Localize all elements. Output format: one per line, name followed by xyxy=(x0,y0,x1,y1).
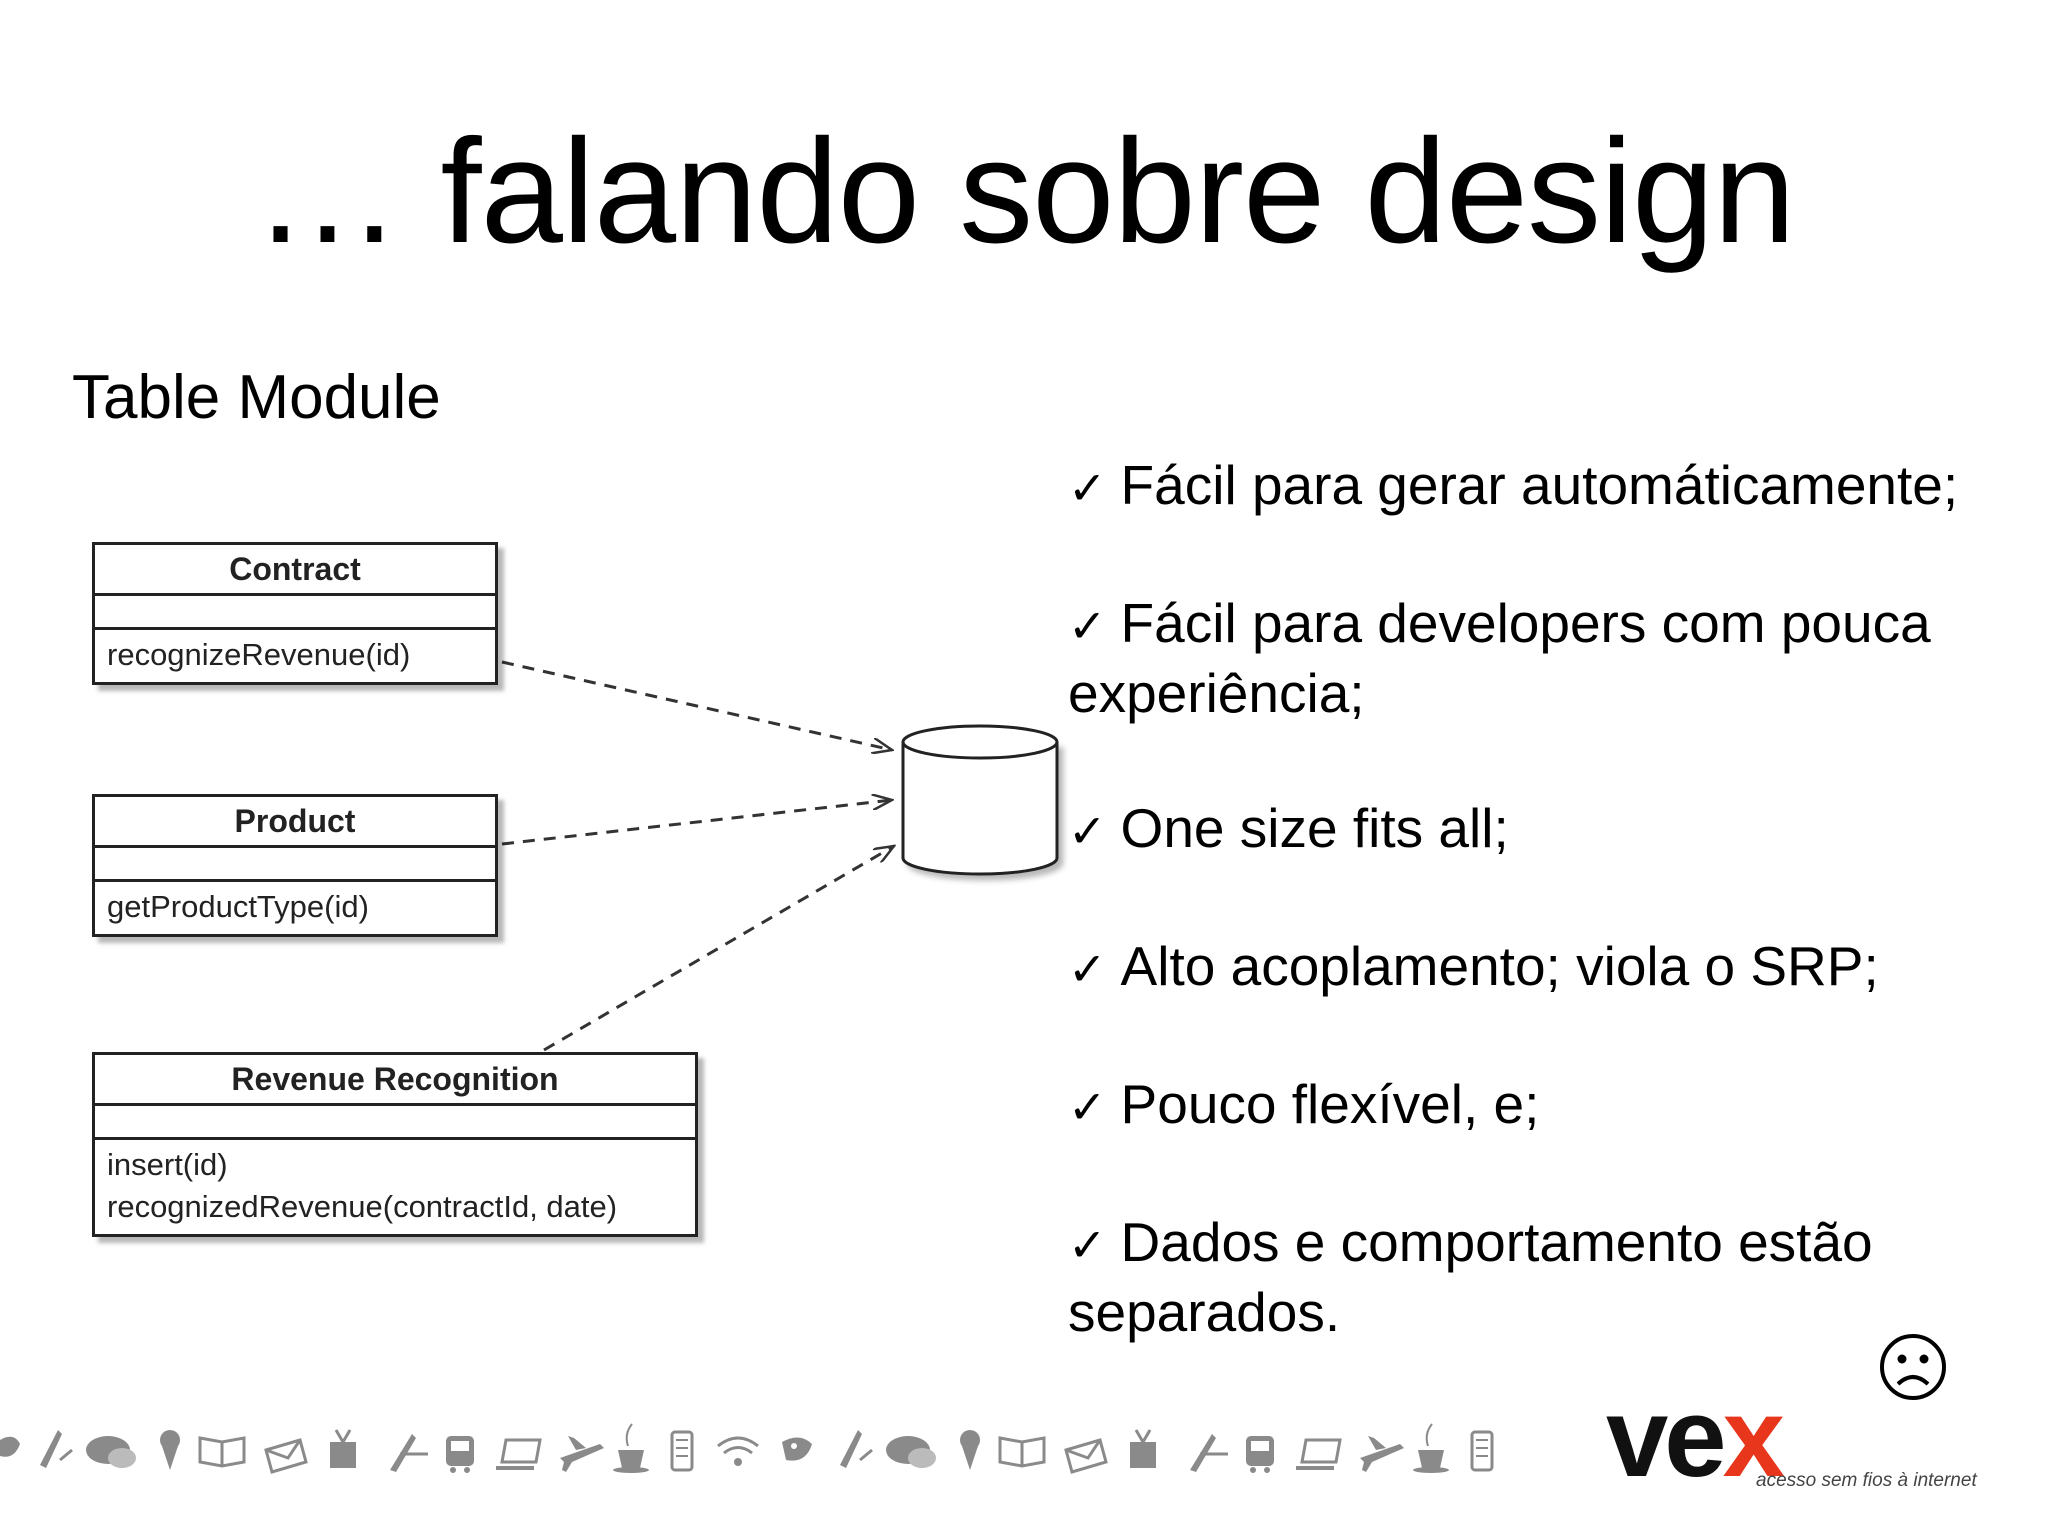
class-operations: recognizeRevenue(id) xyxy=(95,630,495,682)
sad-face-icon xyxy=(1880,1334,1946,1400)
bullet-list: ✓Fácil para gerar automáticamente; ✓Fáci… xyxy=(1068,452,2008,1414)
bullet-text: Dados e comportamento estão separados. xyxy=(1068,1211,1873,1343)
check-icon: ✓ xyxy=(1068,804,1107,858)
operation: getProductType(id) xyxy=(107,889,369,924)
class-attributes xyxy=(95,596,495,630)
bullet-item: ✓Fácil para developers com pouca experiê… xyxy=(1068,590,2008,727)
bullet-text: Alto acoplamento; viola o SRP; xyxy=(1120,935,1879,997)
dependency-revenue-to-database xyxy=(543,846,894,1052)
class-attributes xyxy=(95,1106,695,1140)
dependency-product-to-database xyxy=(501,800,892,846)
bullet-item: ✓One size fits all; xyxy=(1068,795,2008,865)
phone-icon xyxy=(1470,1430,1494,1472)
mask-icon xyxy=(0,1436,20,1457)
check-icon: ✓ xyxy=(1068,461,1107,515)
operation: insert(id) xyxy=(107,1147,228,1182)
bullet-text: One size fits all; xyxy=(1120,797,1509,859)
logo-tagline: acesso sem fios à internet xyxy=(1756,1470,1977,1491)
bullet-item: ✓Dados e comportamento estão separados. xyxy=(1068,1209,2008,1346)
icecream-icon xyxy=(960,1430,980,1470)
class-name: Product xyxy=(95,797,495,848)
laptop-icon xyxy=(496,1438,542,1470)
class-name: Contract xyxy=(95,545,495,596)
airplane-icon xyxy=(560,1436,604,1472)
class-attributes xyxy=(95,848,495,882)
bus-icon xyxy=(446,1436,474,1473)
gift-icon xyxy=(1130,1429,1156,1468)
bullet-item: ✓Alto acoplamento; viola o SRP; xyxy=(1068,933,2008,1003)
operation: recognizedRevenue(contractId, date) xyxy=(107,1189,618,1224)
chat-icon xyxy=(86,1436,136,1468)
mask-icon xyxy=(782,1437,812,1461)
chat-icon xyxy=(886,1436,936,1468)
book-icon xyxy=(998,1436,1046,1468)
class-operations: getProductType(id) xyxy=(95,882,495,934)
logo-ve: ve xyxy=(1606,1375,1727,1500)
bullet-text: Pouco flexível, e; xyxy=(1120,1073,1540,1135)
check-icon: ✓ xyxy=(1068,1080,1107,1134)
pen-icon xyxy=(840,1430,873,1468)
icecream-icon xyxy=(160,1430,180,1470)
pencil-icon xyxy=(1190,1434,1228,1472)
pencil-icon xyxy=(390,1434,428,1472)
bullet-item: ✓Pouco flexível, e; xyxy=(1068,1071,2008,1141)
check-icon: ✓ xyxy=(1068,942,1107,996)
vex-logo: vex xyxy=(1606,1382,1785,1494)
check-icon: ✓ xyxy=(1068,599,1107,653)
envelope-icon xyxy=(1064,1438,1108,1474)
wifi-icon xyxy=(717,1436,759,1466)
footer-icon-strip xyxy=(0,1423,1494,1474)
uml-class-contract: Contract recognizeRevenue(id) xyxy=(92,542,498,685)
bullet-text: Fácil para gerar automáticamente; xyxy=(1120,454,1959,516)
operation: recognizeRevenue(id) xyxy=(107,637,411,672)
uml-class-revenue-recognition: Revenue Recognition insert(id) recognize… xyxy=(92,1052,698,1237)
slide-subtitle: Table Module xyxy=(72,363,441,432)
uml-class-product: Product getProductType(id) xyxy=(92,794,498,937)
database-icon xyxy=(901,724,1059,876)
envelope-icon xyxy=(264,1438,308,1474)
pen-icon xyxy=(40,1430,73,1468)
laptop-icon xyxy=(1296,1438,1342,1470)
slide-title: … falando sobre design xyxy=(253,109,1795,274)
dependency-contract-to-database xyxy=(501,660,892,750)
class-name: Revenue Recognition xyxy=(95,1055,695,1106)
phone-icon xyxy=(670,1430,694,1472)
gift-icon xyxy=(330,1429,356,1468)
coffee-icon xyxy=(613,1423,649,1473)
bullet-text: Fácil para developers com pouca experiên… xyxy=(1068,592,1931,724)
bus-icon xyxy=(1246,1436,1274,1473)
bullet-item: ✓Fácil para gerar automáticamente; xyxy=(1068,452,2008,522)
book-icon xyxy=(198,1436,246,1468)
airplane-icon xyxy=(1360,1436,1404,1472)
check-icon: ✓ xyxy=(1068,1218,1107,1272)
class-operations: insert(id) recognizedRevenue(contractId,… xyxy=(95,1140,695,1234)
logo-x: x xyxy=(1722,1375,1785,1500)
coffee-icon xyxy=(1413,1423,1449,1473)
